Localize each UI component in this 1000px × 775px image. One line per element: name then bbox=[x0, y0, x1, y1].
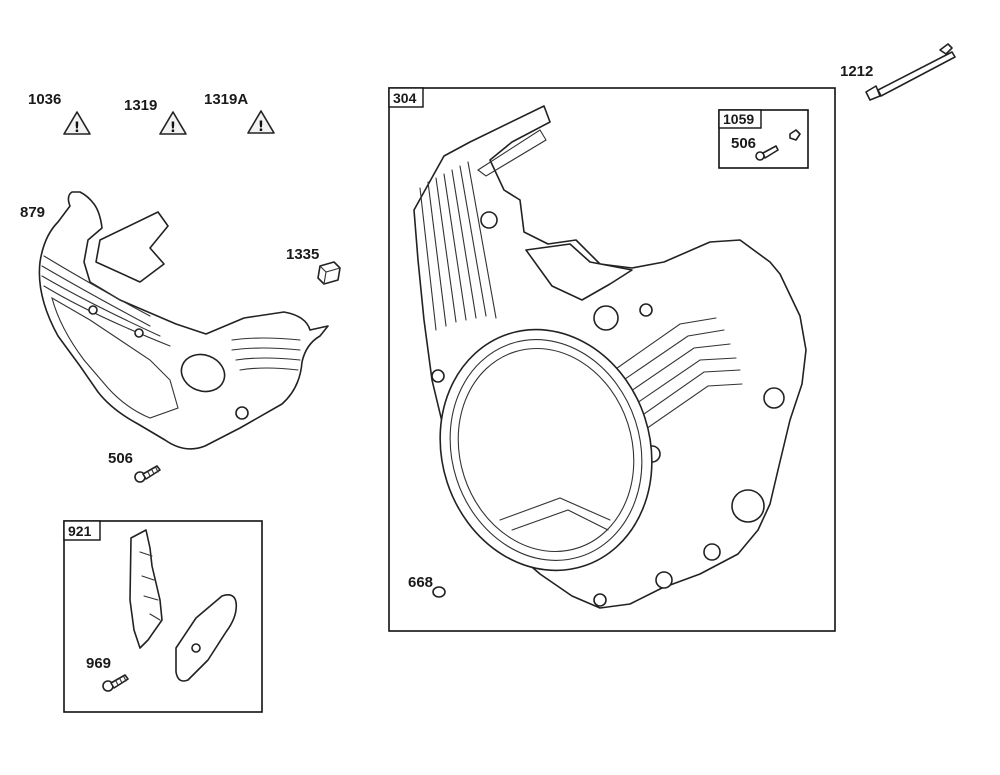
part-number-969: 969 bbox=[86, 655, 111, 672]
part-number-879: 879 bbox=[20, 204, 45, 221]
warning-label-1319a: 1319A ! bbox=[204, 91, 275, 135]
svg-text:!: ! bbox=[258, 119, 264, 135]
part-number-304: 304 bbox=[393, 90, 417, 106]
part-number-1319a: 1319A bbox=[204, 91, 248, 108]
part-number-668: 668 bbox=[408, 574, 433, 591]
shroud-cover-879: 879 bbox=[20, 191, 329, 450]
warning-triangle-icon: ! bbox=[247, 110, 275, 135]
warning-label-1319: 1319 ! bbox=[124, 97, 187, 136]
warning-label-1036: 1036 ! bbox=[28, 91, 91, 136]
warning-triangle-icon: ! bbox=[63, 111, 91, 136]
svg-text:!: ! bbox=[74, 120, 80, 136]
plug-668: 668 bbox=[408, 574, 446, 598]
nut-1335: 1335 bbox=[286, 246, 341, 285]
svg-text:!: ! bbox=[170, 120, 176, 136]
rod-1212: 1212 bbox=[840, 43, 956, 101]
part-number-1335: 1335 bbox=[286, 246, 319, 263]
part-number-1059: 1059 bbox=[723, 111, 754, 127]
warning-triangle-icon: ! bbox=[159, 111, 187, 136]
part-number-1212: 1212 bbox=[840, 63, 873, 80]
part-number-921: 921 bbox=[68, 523, 92, 539]
blower-housing-304: 304 bbox=[388, 87, 836, 632]
part-number-506: 506 bbox=[731, 135, 756, 152]
kit-box-921: 921 969 bbox=[63, 520, 263, 713]
part-number-1036: 1036 bbox=[28, 91, 61, 108]
part-number-1319: 1319 bbox=[124, 97, 157, 114]
part-number-506: 506 bbox=[108, 450, 133, 467]
kit-box-1059: 1059 506 bbox=[718, 109, 809, 169]
screw-506-left: 506 bbox=[108, 450, 161, 483]
